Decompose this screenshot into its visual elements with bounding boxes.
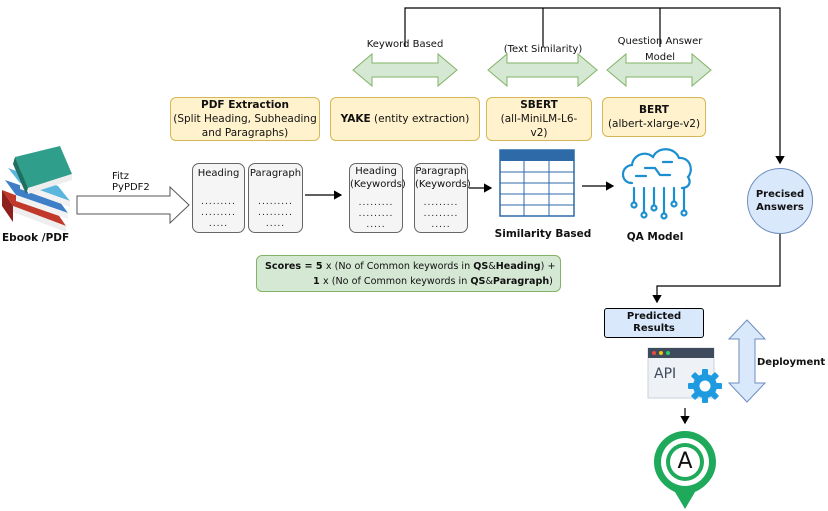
card-dots: ..... bbox=[431, 220, 451, 230]
scores-formula-box: Scores = 5 x (No of Common keywords in Q… bbox=[256, 255, 561, 292]
heading-card-title: Heading bbox=[197, 168, 240, 179]
heading-keywords-title-1: Heading bbox=[355, 166, 397, 177]
scores-l1-term: Heading bbox=[495, 261, 541, 272]
pdf-extraction-box: PDF Extraction (Split Heading, Subheadin… bbox=[170, 97, 320, 141]
scores-l1-prefix: Scores = 5 bbox=[265, 261, 326, 272]
text-similarity-double-arrow bbox=[487, 52, 598, 88]
sbert-line2: v2) bbox=[530, 127, 548, 139]
precised-to-predicted-line bbox=[652, 234, 781, 304]
pdf-extraction-title: PDF Extraction bbox=[201, 99, 289, 111]
deployment-label: Deployment bbox=[757, 357, 826, 368]
yake-description: (entity extraction) bbox=[370, 113, 470, 125]
qa-model-label: QA Model bbox=[626, 231, 684, 243]
precised-answers-node: Precised Answers bbox=[747, 168, 813, 234]
bert-box: BERT (albert-xlarge-v2) bbox=[602, 97, 706, 137]
scores-l2-term: Paragraph bbox=[492, 276, 550, 287]
bert-title: BERT bbox=[639, 104, 669, 116]
table-icon bbox=[499, 149, 575, 217]
sbert-line1: (all-MiniLM-L6- bbox=[500, 113, 578, 125]
card-dots: ......... bbox=[423, 198, 459, 208]
predicted-results-box: Predicted Results bbox=[604, 308, 704, 338]
keyword-based-label: Keyword Based bbox=[366, 39, 444, 50]
extract-lib-fitz: Fitz bbox=[112, 171, 129, 182]
precised-line2: Answers bbox=[756, 202, 804, 213]
heading-keywords-title-2: (Keywords) bbox=[350, 179, 406, 190]
bert-line1: (albert-xlarge-v2) bbox=[607, 118, 701, 130]
scores-l2-suffix: ) bbox=[549, 276, 553, 287]
sbert-title: SBERT bbox=[520, 99, 558, 111]
card-dots: ..... bbox=[208, 219, 229, 229]
paragraph-card-title: Paragraph bbox=[249, 168, 302, 179]
card-dots: ......... bbox=[423, 209, 459, 219]
similarity-label: Similarity Based bbox=[494, 228, 592, 240]
location-pin-icon bbox=[654, 431, 716, 509]
scores-l2-qs: QS bbox=[470, 276, 486, 287]
paragraph-keywords-title-2: (Keywords) bbox=[415, 179, 471, 190]
qa-double-arrow bbox=[606, 52, 712, 88]
gear-icon bbox=[688, 369, 722, 403]
scores-l1-mid: x (No of Common keywords in bbox=[325, 261, 474, 272]
qa-cloud-icon bbox=[621, 148, 692, 220]
scores-l1-amp: & bbox=[488, 261, 496, 272]
api-label: API bbox=[654, 366, 677, 382]
paragraph-keywords-card: Paragraph (Keywords) ......... .........… bbox=[414, 163, 471, 233]
extract-lib-pypdf2: PyPDF2 bbox=[112, 182, 150, 193]
qa-model-label-1: Question Answer bbox=[617, 36, 703, 47]
predicted-line2: Results bbox=[633, 323, 675, 334]
extraction-arrow bbox=[76, 185, 190, 225]
card-dots: ......... bbox=[201, 197, 236, 207]
sbert-box: SBERT (all-MiniLM-L6- v2) bbox=[486, 97, 592, 141]
scores-l2-mid: x (No of Common keywords in bbox=[323, 276, 471, 287]
qa-model-label-2: Model bbox=[644, 52, 676, 63]
paragraph-keywords-title-1: Paragraph bbox=[415, 166, 467, 177]
keyword-double-arrow bbox=[352, 52, 458, 88]
card-dots: ..... bbox=[265, 219, 286, 229]
deployment-double-arrow bbox=[727, 319, 767, 403]
scores-line-1: Scores = 5 x (No of Common keywords in Q… bbox=[265, 260, 556, 274]
books-icon bbox=[2, 146, 72, 232]
card-dots: ..... bbox=[366, 220, 386, 230]
yake-box: YAKE (entity extraction) bbox=[330, 97, 480, 141]
card-dots: ......... bbox=[258, 208, 293, 218]
top-connector-line bbox=[404, 7, 785, 165]
scores-line-2: 1 x (No of Common keywords in QS&Paragra… bbox=[313, 275, 553, 289]
text-similarity-label: (Text Similarity) bbox=[503, 44, 583, 55]
card-dots: ......... bbox=[201, 208, 236, 218]
card-dots: ......... bbox=[358, 198, 394, 208]
pdf-extraction-line1: (Split Heading, Subheading bbox=[173, 113, 317, 125]
card-dots: ......... bbox=[358, 209, 394, 219]
heading-keywords-card: Heading (Keywords) ......... ......... .… bbox=[349, 163, 406, 233]
pdf-extraction-line2: and Paragraphs) bbox=[201, 127, 289, 139]
card-dots: ......... bbox=[258, 197, 293, 207]
scores-l2-prefix: 1 bbox=[313, 276, 324, 287]
scores-l2-amp: & bbox=[485, 276, 493, 287]
precised-line1: Precised bbox=[755, 189, 805, 200]
heading-card: Heading ......... ......... ..... bbox=[192, 163, 245, 233]
yake-title: YAKE bbox=[340, 113, 371, 125]
scores-l1-suffix: ) + bbox=[540, 261, 556, 272]
scores-l1-qs: QS bbox=[473, 261, 489, 272]
pin-letter: A bbox=[677, 449, 693, 474]
predicted-line1: Predicted bbox=[626, 311, 682, 322]
paragraph-card: Paragraph ......... ......... ..... bbox=[248, 163, 303, 233]
source-label: Ebook /PDF bbox=[2, 232, 70, 244]
